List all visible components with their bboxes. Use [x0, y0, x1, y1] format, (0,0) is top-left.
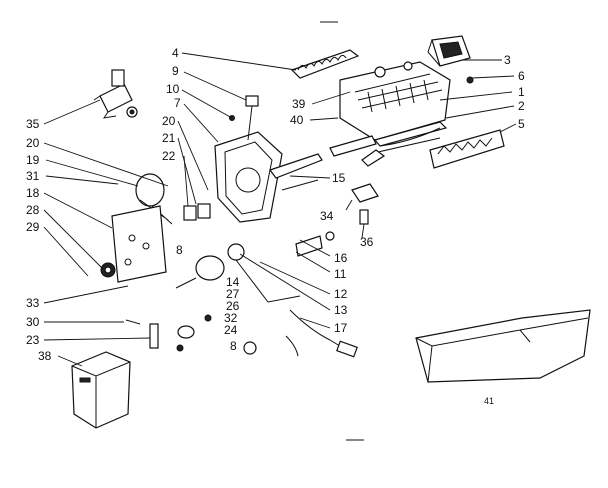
- screw-part: [466, 76, 474, 84]
- lower-hardware-part: [125, 314, 257, 355]
- label-part-32: 32: [224, 311, 238, 325]
- wire-harness-part: [285, 309, 358, 358]
- label-part-4: 4: [172, 46, 179, 60]
- label-part-29: 29: [26, 220, 40, 234]
- label-part-26: 26: [226, 299, 240, 313]
- label-part-5: 5: [518, 117, 525, 131]
- stripper-part: [429, 129, 505, 169]
- water-valve-part: [93, 69, 138, 119]
- label-part-11: 11: [334, 267, 347, 281]
- label-part-20-top: 20: [162, 114, 176, 128]
- label-part-1: 1: [518, 85, 525, 99]
- label-part-24: 24: [224, 323, 238, 337]
- ice-mold-part: [339, 61, 451, 147]
- label-part-2: 2: [518, 99, 525, 113]
- label-part-10: 10: [166, 82, 180, 96]
- switch-part: [183, 203, 211, 221]
- fill-tube-part: [329, 135, 441, 167]
- label-part-8-lower: 8: [230, 339, 237, 353]
- label-part-30: 30: [26, 315, 40, 329]
- label-part-17: 17: [334, 321, 348, 335]
- label-part-27: 27: [226, 287, 240, 301]
- label-part-41: 41: [484, 396, 494, 406]
- scan-marks: [320, 21, 364, 441]
- lever-part: [235, 235, 323, 303]
- label-part-7: 7: [174, 96, 181, 110]
- label-part-39: 39: [292, 97, 306, 111]
- leader-lines: [43, 52, 517, 367]
- label-part-14: 14: [226, 275, 240, 289]
- label-part-33: 33: [26, 296, 40, 310]
- label-part-40: 40: [290, 113, 304, 127]
- arm-part: [245, 95, 259, 141]
- label-part-6: 6: [518, 69, 525, 83]
- mold-cover-part: [427, 35, 471, 67]
- label-part-31: 31: [26, 169, 40, 183]
- label-part-13: 13: [334, 303, 348, 317]
- label-part-35: 35: [26, 117, 40, 131]
- label-part-9: 9: [172, 64, 179, 78]
- cover-box-part: [71, 351, 131, 429]
- ice-bin-part: [415, 309, 591, 383]
- label-part-20: 20: [26, 136, 40, 150]
- label-part-3: 3: [504, 53, 511, 67]
- label-part-18: 18: [26, 186, 40, 200]
- part-labels: 4 9 10 7 20 21 22 35 20 19 31 18 28 29 3…: [26, 46, 525, 406]
- label-part-16: 16: [334, 251, 348, 265]
- timing-gear-part: [100, 262, 116, 278]
- thermostat-part: [325, 183, 379, 241]
- label-part-28: 28: [26, 203, 40, 217]
- mounting-plate-part: [111, 205, 167, 283]
- label-part-36: 36: [360, 235, 374, 249]
- label-part-34: 34: [320, 209, 334, 223]
- label-part-21: 21: [162, 131, 176, 145]
- label-part-15: 15: [332, 171, 346, 185]
- housing-part: [214, 131, 323, 223]
- label-part-22: 22: [162, 149, 176, 163]
- ejector-blade-part: [290, 49, 360, 79]
- shaft-part: [175, 243, 245, 289]
- label-part-12: 12: [334, 287, 348, 301]
- label-part-19: 19: [26, 153, 40, 167]
- label-part-23: 23: [26, 333, 40, 347]
- label-part-38: 38: [38, 349, 52, 363]
- label-part-8-upper: 8: [176, 243, 183, 257]
